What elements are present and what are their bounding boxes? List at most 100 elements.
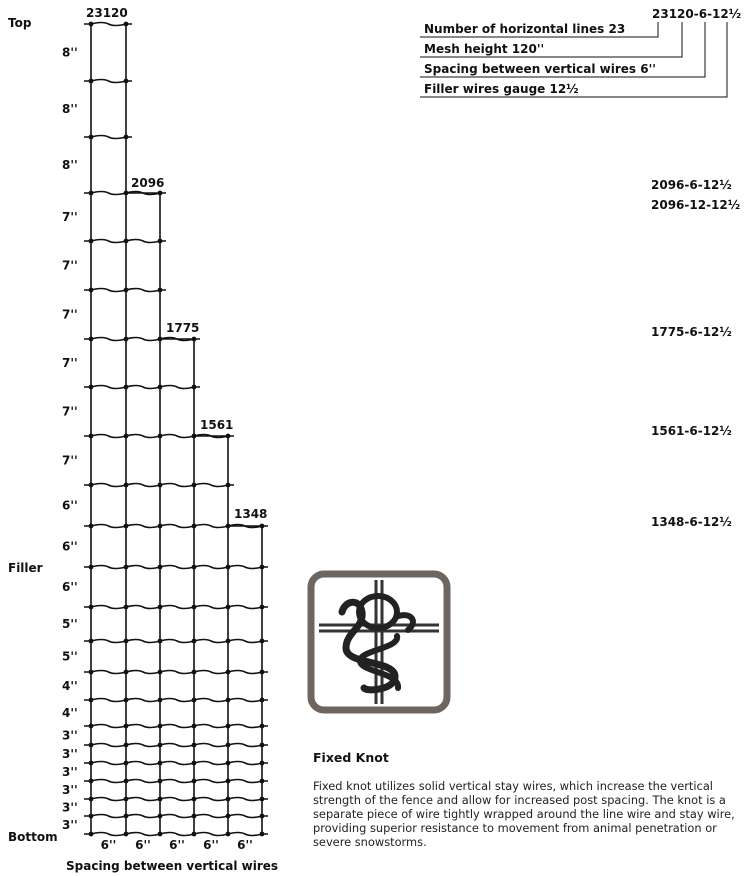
knot xyxy=(157,482,163,488)
knot xyxy=(225,813,231,819)
knot xyxy=(123,796,129,802)
knot xyxy=(157,238,163,244)
knot xyxy=(123,697,129,703)
knot xyxy=(157,564,163,570)
knot xyxy=(259,697,265,703)
knot xyxy=(191,564,197,570)
knot xyxy=(123,287,129,293)
knot xyxy=(88,831,94,837)
knot xyxy=(123,78,129,84)
model-code-2096-6: 2096-6-12½ xyxy=(651,178,732,192)
knot xyxy=(88,21,94,27)
legend-line-1: Number of horizontal lines 23 xyxy=(424,22,625,36)
spacing-label: 3'' xyxy=(62,747,78,761)
knot xyxy=(123,21,129,27)
filler-label: Filler xyxy=(8,561,43,575)
knot xyxy=(123,433,129,439)
knot xyxy=(88,604,94,610)
knot xyxy=(225,564,231,570)
knot xyxy=(259,813,265,819)
knot xyxy=(191,669,197,675)
spacing-label: 7'' xyxy=(62,405,78,419)
knot xyxy=(123,760,129,766)
legend-lines xyxy=(420,22,728,98)
knot xyxy=(225,796,231,802)
line-wire xyxy=(84,384,200,390)
spacing-label: 3'' xyxy=(62,783,78,797)
knot xyxy=(191,796,197,802)
knot xyxy=(259,638,265,644)
height-label-23120: 23120 xyxy=(86,6,128,20)
knot xyxy=(88,238,94,244)
knot xyxy=(88,564,94,570)
knot xyxy=(157,723,163,729)
knot xyxy=(191,742,197,748)
spacing-label: 3'' xyxy=(62,818,78,832)
bottom-spacing-label: 6'' xyxy=(135,838,151,852)
knot xyxy=(225,723,231,729)
knot xyxy=(157,742,163,748)
knot xyxy=(88,336,94,342)
model-code-2096-12: 2096-12-12½ xyxy=(651,198,740,212)
bottom-spacing-label: 6'' xyxy=(203,838,219,852)
line-wire xyxy=(84,760,268,766)
line-wire xyxy=(84,778,268,784)
knot xyxy=(123,831,129,837)
knot xyxy=(123,482,129,488)
line-wire xyxy=(84,669,268,675)
line-wire xyxy=(84,796,268,802)
line-wire xyxy=(84,697,268,703)
spacing-label: 5'' xyxy=(62,617,78,631)
knot xyxy=(191,604,197,610)
line-wire xyxy=(84,723,268,729)
line-wire xyxy=(84,831,268,837)
spacing-label: 3'' xyxy=(62,801,78,815)
bottom-spacing-labels: 6''6''6''6''6'' xyxy=(101,838,253,852)
knot xyxy=(225,742,231,748)
spacing-label: 4'' xyxy=(62,679,78,693)
knot xyxy=(88,78,94,84)
height-label-1348: 1348 xyxy=(234,507,267,521)
spacing-label: 5'' xyxy=(62,650,78,664)
spacing-labels: 8''8''8''7''7''7''7''7''7''6''6''6''5''5… xyxy=(62,46,78,833)
bottom-spacing-label: 6'' xyxy=(237,838,253,852)
knot xyxy=(123,638,129,644)
knot xyxy=(123,384,129,390)
knot xyxy=(123,813,129,819)
knot xyxy=(225,638,231,644)
knot xyxy=(88,778,94,784)
knot xyxy=(123,134,129,140)
knot xyxy=(191,482,197,488)
model-code-1775: 1775-6-12½ xyxy=(651,325,732,339)
knot xyxy=(225,482,231,488)
knot xyxy=(191,760,197,766)
knot xyxy=(123,742,129,748)
knot xyxy=(191,831,197,837)
knot xyxy=(225,760,231,766)
knot xyxy=(88,813,94,819)
bottom-spacing-label: 6'' xyxy=(169,838,185,852)
line-wire xyxy=(84,604,268,610)
knot xyxy=(191,778,197,784)
model-code-1561: 1561-6-12½ xyxy=(651,424,732,438)
knot xyxy=(259,760,265,766)
knot xyxy=(88,433,94,439)
fence-mesh xyxy=(84,21,268,837)
knot xyxy=(191,723,197,729)
height-label-1561: 1561 xyxy=(200,418,233,432)
knot xyxy=(259,723,265,729)
knot xyxy=(157,669,163,675)
fixed-knot-icon xyxy=(307,570,451,714)
line-wire xyxy=(84,21,132,27)
top-label: Top xyxy=(8,16,32,30)
knot xyxy=(191,523,197,529)
knot xyxy=(123,564,129,570)
knot xyxy=(123,336,129,342)
knot xyxy=(88,482,94,488)
line-wire xyxy=(84,523,268,529)
knot xyxy=(123,523,129,529)
model-code-1348: 1348-6-12½ xyxy=(651,515,732,529)
height-label-2096: 2096 xyxy=(131,176,164,190)
line-wire xyxy=(84,638,268,644)
knot xyxy=(191,384,197,390)
